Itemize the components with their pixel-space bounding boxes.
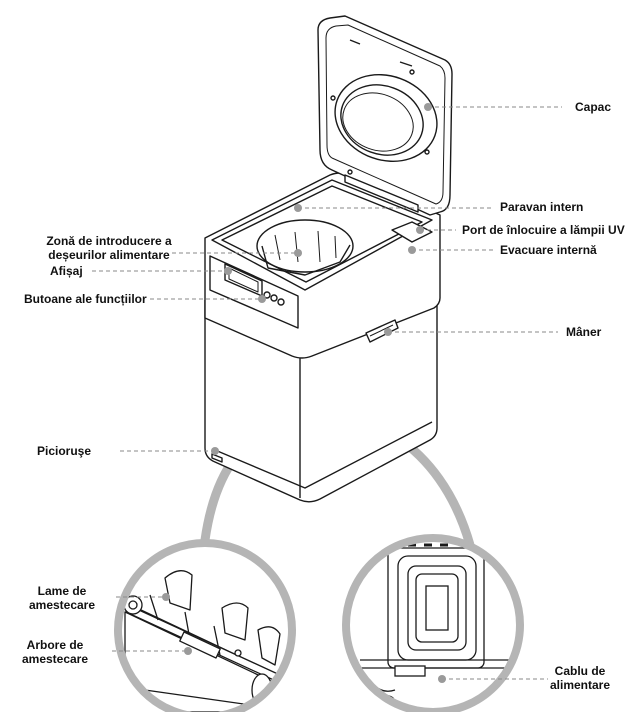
label-arbore-line-2: amestecare (21, 652, 89, 666)
label-lame-line-2: amestecare (28, 598, 96, 612)
label-afisaj: Afișaj (50, 264, 83, 278)
label-zona-introducere: Zonă de introducere a deșeurilor aliment… (44, 234, 174, 262)
leader-dots (162, 103, 446, 683)
label-maner: Mâner (566, 325, 602, 339)
label-lame-line-1: Lame de (37, 584, 87, 598)
zoom-mixing-blades (114, 539, 296, 712)
label-paravan-intern: Paravan intern (500, 200, 584, 214)
label-arbore-line-1: Arbore de (26, 638, 84, 652)
label-port-uv: Port de înlocuire a lămpii UV (462, 223, 625, 237)
label-zona-line-2: deșeurilor alimentare (48, 248, 170, 262)
label-arbore-amestecare: Arbore de amestecare (0, 638, 110, 666)
composter-body (204, 172, 441, 503)
zoom-power-cable (342, 534, 524, 712)
label-zona-line-1: Zonă de introducere a (46, 234, 172, 248)
label-butoane: Butoane ale funcțiilor (24, 292, 147, 306)
lid (317, 15, 453, 216)
label-cablu-line-1: Cablu de (554, 664, 606, 678)
label-lame-amestecare: Lame de amestecare (14, 584, 110, 612)
label-capac: Capac (575, 100, 612, 114)
label-evacuare-interna: Evacuare internă (500, 243, 597, 257)
leader-lines (92, 106, 562, 680)
label-cablu-line-2: alimentare (549, 678, 611, 692)
label-cablu-alimentare: Cablu de alimentare (540, 664, 620, 692)
label-picioruse: Picioruşe (37, 444, 92, 458)
